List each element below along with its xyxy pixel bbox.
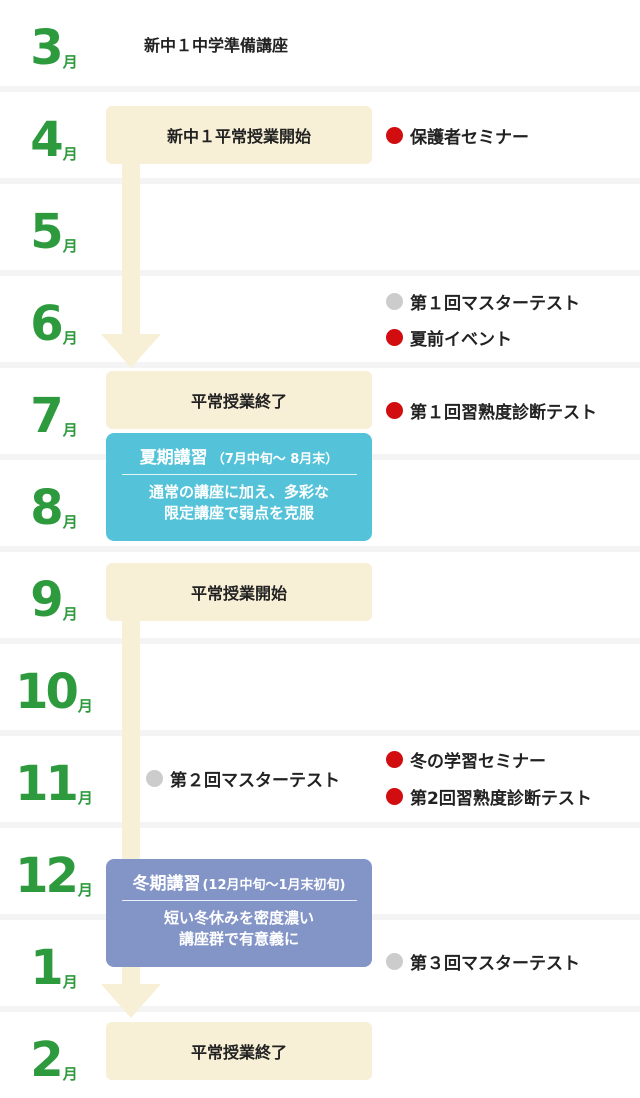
month-unit: 月 — [62, 973, 78, 991]
july-end-label: 平常授業終了 — [190, 392, 287, 411]
feb-end-box: 平常授業終了 — [106, 1022, 372, 1080]
event-master-test-1: 第１回マスターテスト — [386, 287, 580, 315]
winter-course-box: 冬期講習(12月中旬～1月末初旬) 短い冬休みを密度濃い 講座群で有意義に — [106, 859, 372, 967]
red-dot-icon — [386, 750, 403, 768]
red-dot-icon — [386, 787, 403, 805]
timeline-bar-first-term — [122, 150, 140, 336]
event-label: 第2回習熟度診断テスト — [410, 788, 592, 809]
winter-desc-line: 講座群で有意義に — [178, 930, 299, 948]
event-label: 保護者セミナー — [410, 127, 529, 148]
summer-course-desc: 通常の講座に加え、多彩な 限定講座で弱点を克服 — [149, 482, 329, 524]
red-dot-icon — [386, 126, 403, 144]
month-unit: 月 — [62, 421, 78, 439]
month-unit: 月 — [62, 1065, 78, 1083]
month-number: 2 — [30, 1032, 63, 1088]
summer-divider — [121, 474, 357, 475]
gray-dot-icon — [146, 769, 163, 787]
winter-title-text: 冬期講習 — [132, 874, 201, 894]
month-unit: 月 — [62, 53, 78, 71]
sept-start-label: 平常授業開始 — [190, 584, 287, 603]
event-diagnostic-test-2: 第2回習熟度診断テスト — [386, 782, 592, 810]
month-unit: 月 — [62, 145, 78, 163]
summer-course-title: 夏期講習（7月中旬～ 8月末） — [140, 433, 339, 468]
red-dot-icon — [386, 401, 403, 419]
month-number: 8 — [30, 480, 63, 536]
event-label: 第１回マスターテスト — [410, 293, 580, 314]
month-number: 3 — [30, 20, 63, 76]
april-start-label: 新中１平常授業開始 — [166, 127, 311, 146]
summer-desc-line: 限定講座で弱点を克服 — [163, 504, 314, 522]
event-label: 冬の学習セミナー — [410, 751, 546, 772]
event-master-test-3: 第３回マスターテスト — [386, 947, 580, 975]
event-winter-seminar: 冬の学習セミナー — [386, 745, 546, 773]
month-number: 4 — [30, 112, 63, 168]
month-unit: 月 — [77, 789, 93, 807]
month-unit: 月 — [62, 237, 78, 255]
month-number: 6 — [30, 296, 63, 352]
month-number: 9 — [30, 572, 63, 628]
month-number: 1 — [30, 940, 63, 996]
month-unit: 月 — [62, 605, 78, 623]
feb-end-label: 平常授業終了 — [190, 1043, 287, 1062]
event-label: 第３回マスターテスト — [410, 953, 580, 974]
month-number: 5 — [30, 204, 63, 260]
summer-course-box: 夏期講習（7月中旬～ 8月末） 通常の講座に加え、多彩な 限定講座で弱点を克服 — [106, 433, 372, 541]
april-start-box: 新中１平常授業開始 — [106, 106, 372, 164]
pre-course-label: 新中１中学準備講座 — [144, 36, 289, 55]
month-number: 12 — [15, 848, 79, 904]
nov-master-test-label: 第２回マスターテスト — [170, 770, 340, 791]
month-number: 10 — [15, 664, 79, 720]
july-end-box: 平常授業終了 — [106, 371, 372, 429]
nov-master-test: 第２回マスターテスト — [146, 764, 340, 792]
month-number: 11 — [15, 756, 79, 812]
event-label: 夏前イベント — [410, 329, 512, 350]
gray-dot-icon — [386, 292, 403, 310]
month-number: 7 — [30, 388, 63, 444]
month-unit: 月 — [62, 329, 78, 347]
event-diagnostic-test-1: 第１回習熟度診断テスト — [386, 396, 597, 424]
sept-start-box: 平常授業開始 — [106, 563, 372, 621]
winter-desc-line: 短い冬休みを密度濃い — [163, 909, 314, 927]
event-summer-pre-event: 夏前イベント — [386, 323, 512, 351]
red-dot-icon — [386, 328, 403, 346]
month-unit: 月 — [77, 697, 93, 715]
winter-divider — [121, 900, 357, 901]
timeline-arrow-down-icon — [101, 984, 161, 1018]
summer-title-text: 夏期講習 — [139, 448, 208, 468]
event-parent-seminar: 保護者セミナー — [386, 121, 529, 149]
winter-period-text: (12月中旬～1月末初旬) — [202, 878, 346, 893]
month-unit: 月 — [62, 513, 78, 531]
month-unit: 月 — [77, 881, 93, 899]
winter-course-title: 冬期講習(12月中旬～1月末初旬) — [132, 859, 345, 894]
gray-dot-icon — [386, 952, 403, 970]
timeline-arrow-down-icon — [101, 334, 161, 368]
winter-course-desc: 短い冬休みを密度濃い 講座群で有意義に — [164, 908, 314, 950]
summer-desc-line: 通常の講座に加え、多彩な — [148, 483, 329, 501]
summer-period-text: （7月中旬～ 8月末） — [211, 452, 339, 467]
event-label: 第１回習熟度診断テスト — [410, 402, 597, 423]
